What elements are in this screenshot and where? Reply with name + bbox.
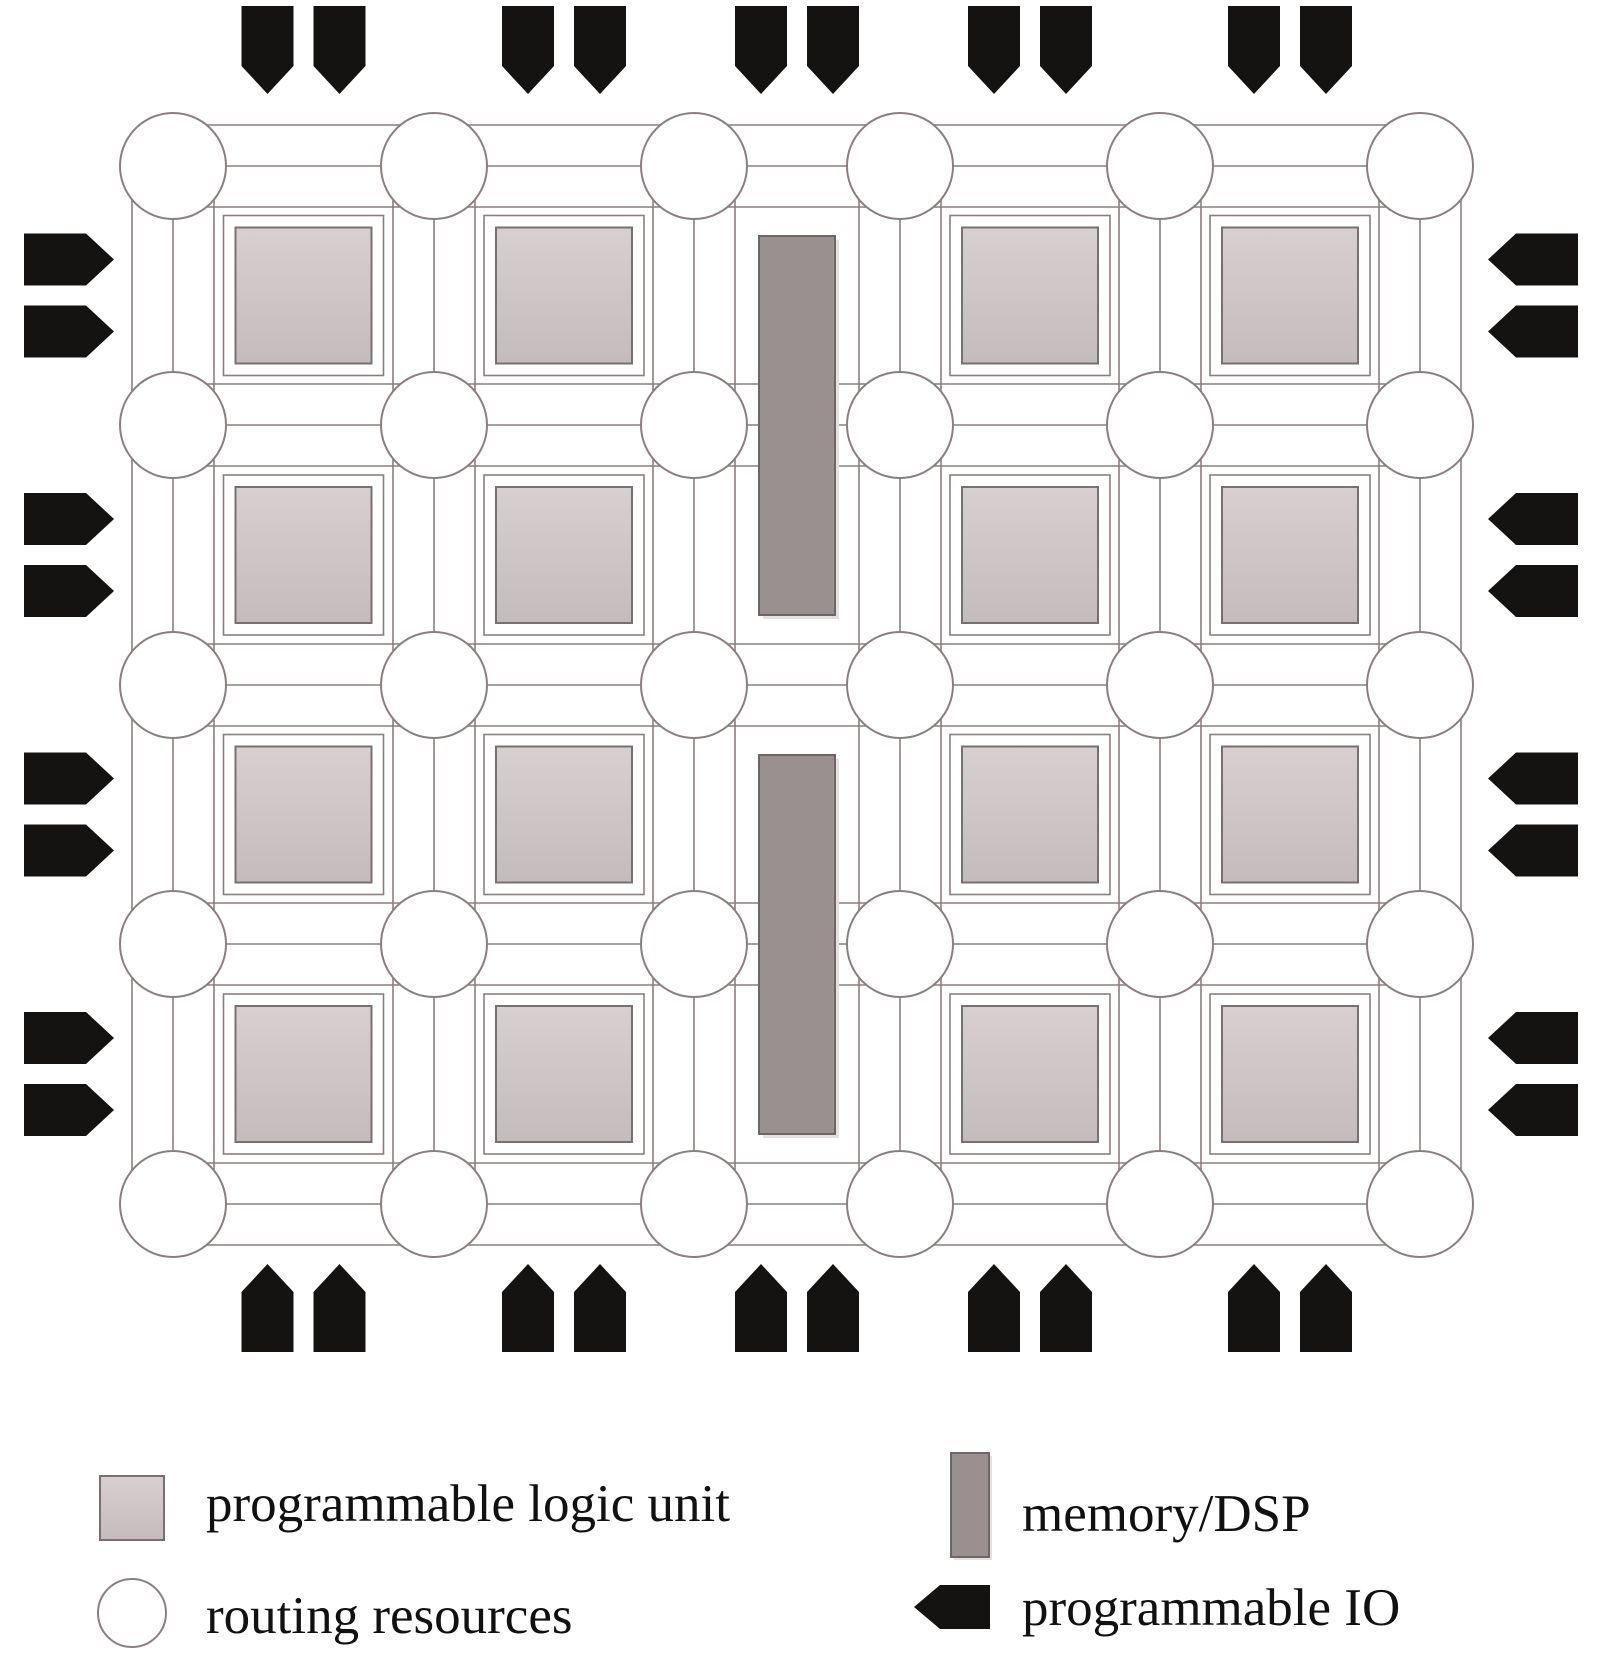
io-pin-bottom — [1228, 1264, 1280, 1352]
io-pin-bottom — [502, 1264, 554, 1352]
logic-unit — [495, 486, 633, 624]
io-pin-top — [574, 6, 626, 94]
io-pin-right — [1488, 233, 1578, 286]
logic-unit — [234, 486, 373, 624]
memory-dsp-blocks — [758, 235, 839, 1138]
routing-node — [1106, 112, 1214, 220]
logic-unit — [234, 226, 373, 365]
routing-node — [846, 890, 954, 998]
routing-node — [380, 371, 488, 479]
logic-unit — [961, 226, 1099, 365]
io-pin-top — [968, 6, 1020, 94]
legend-swatches — [97, 1452, 992, 1648]
logic-unit — [1221, 1005, 1359, 1143]
routing-node — [380, 890, 488, 998]
io-pin-right — [1488, 1084, 1578, 1136]
io-pin-right — [1488, 1012, 1578, 1064]
logic-unit — [1221, 226, 1359, 365]
io-pin-right — [1488, 305, 1578, 358]
legend-swatch-memory-dsp — [950, 1452, 990, 1558]
routing-node — [380, 1150, 488, 1258]
logic-unit — [1221, 486, 1359, 624]
io-pin-bottom — [735, 1264, 787, 1352]
logic-unit — [961, 745, 1099, 884]
logic-unit — [234, 1005, 373, 1143]
routing-node — [846, 1150, 954, 1258]
io-pin-left — [24, 752, 114, 805]
io-pin-right — [1488, 752, 1578, 805]
io-pin-left — [24, 305, 114, 358]
routing-node — [1366, 371, 1474, 479]
legend-swatch-logic-unit — [99, 1475, 165, 1541]
legend-label-logic-unit: programmable logic unit — [206, 1475, 730, 1533]
io-pin-left — [24, 1084, 114, 1136]
routing-node — [119, 890, 227, 998]
routing-node — [846, 112, 954, 220]
io-pin-top — [1040, 6, 1092, 94]
io-pin-top — [313, 6, 366, 94]
routing-node — [119, 631, 227, 739]
routing-node — [1366, 890, 1474, 998]
legend-swatch-routing — [97, 1578, 167, 1648]
routing-node — [119, 371, 227, 479]
routing-node — [1106, 371, 1214, 479]
routing-node — [640, 890, 748, 998]
logic-unit — [495, 1005, 633, 1143]
routing-node — [846, 631, 954, 739]
legend-swatch-io — [914, 1585, 990, 1629]
routing-node — [1366, 112, 1474, 220]
routing-node — [640, 1150, 748, 1258]
memory-dsp-block — [758, 235, 836, 616]
logic-units — [222, 214, 1371, 1155]
routing-node — [380, 631, 488, 739]
logic-unit — [234, 745, 373, 884]
logic-unit — [495, 226, 633, 365]
io-pin-right — [1488, 565, 1578, 617]
routing-node — [1106, 890, 1214, 998]
logic-unit — [1221, 745, 1359, 884]
io-pin-top — [241, 6, 294, 94]
logic-unit — [961, 1005, 1099, 1143]
routing-node — [640, 371, 748, 479]
io-pin-bottom — [1300, 1264, 1352, 1352]
logic-unit — [495, 745, 633, 884]
io-pin-right — [1488, 824, 1578, 877]
io-pin-bottom — [574, 1264, 626, 1352]
io-pin-left — [24, 565, 114, 617]
io-pin-bottom — [1040, 1264, 1092, 1352]
io-pin-bottom — [968, 1264, 1020, 1352]
io-pin-left — [24, 1012, 114, 1064]
io-pin-left — [24, 233, 114, 286]
io-pin-left — [24, 493, 114, 545]
io-pin-top — [1228, 6, 1280, 94]
io-pin-left — [24, 824, 114, 877]
routing-node — [119, 1150, 227, 1258]
programmable-io-pins — [24, 6, 1578, 1352]
routing-node — [1106, 1150, 1214, 1258]
io-pin-bottom — [807, 1264, 859, 1352]
io-pin-right — [1488, 493, 1578, 545]
routing-node — [380, 112, 488, 220]
routing-nodes — [119, 112, 1474, 1258]
memory-dsp-block — [758, 754, 836, 1135]
legend-label-routing: routing resources — [206, 1587, 573, 1645]
routing-node — [640, 112, 748, 220]
routing-node — [1366, 1150, 1474, 1258]
io-pin-top — [735, 6, 787, 94]
io-pin-bottom — [241, 1264, 294, 1352]
routing-node — [640, 631, 748, 739]
routing-node — [846, 371, 954, 479]
io-pin-top — [502, 6, 554, 94]
legend-label-io: programmable IO — [1022, 1579, 1401, 1637]
io-pin-top — [807, 6, 859, 94]
routing-node — [1366, 631, 1474, 739]
routing-node — [1106, 631, 1214, 739]
io-pin-bottom — [313, 1264, 366, 1352]
logic-unit — [961, 486, 1099, 624]
io-pin-top — [1300, 6, 1352, 94]
routing-node — [119, 112, 227, 220]
legend-label-memory-dsp: memory/DSP — [1022, 1485, 1311, 1543]
